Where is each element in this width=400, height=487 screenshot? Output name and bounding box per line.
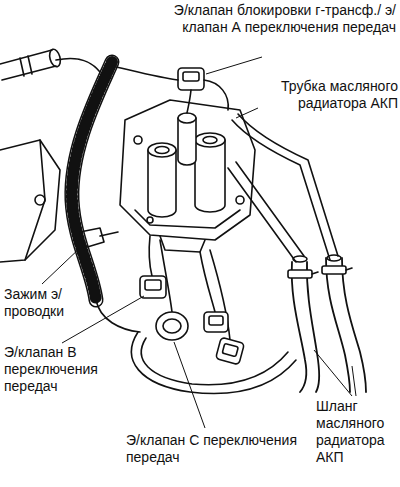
drawing-stroke bbox=[203, 137, 217, 144]
drawing-stroke bbox=[141, 338, 288, 385]
drawing-stroke bbox=[228, 162, 304, 262]
drawing-stroke bbox=[222, 343, 238, 356]
drawing-stroke bbox=[145, 280, 161, 290]
drawing-stroke bbox=[187, 90, 191, 113]
drawing-stroke bbox=[96, 300, 140, 332]
drawing-stroke bbox=[0, 140, 60, 262]
leader-line bbox=[352, 366, 356, 396]
drawing-stroke bbox=[140, 276, 166, 298]
drawing-stroke bbox=[327, 255, 341, 261]
cooler-hoses bbox=[288, 258, 366, 392]
harness-clamp bbox=[80, 228, 118, 248]
drawing-stroke bbox=[56, 58, 100, 72]
solenoid-small bbox=[178, 113, 196, 165]
leader-line bbox=[314, 350, 352, 396]
part-label: Э/клапан блокировки г-трансф./ э/клапан … bbox=[172, 2, 396, 36]
leader-line bbox=[174, 342, 205, 428]
drawing-stroke bbox=[25, 140, 45, 260]
drawing-stroke bbox=[72, 62, 112, 300]
drawing-stroke bbox=[183, 72, 199, 81]
drawing-stroke bbox=[112, 66, 178, 80]
connector-c bbox=[156, 312, 188, 340]
drawing-stroke bbox=[178, 113, 196, 123]
drawing-stroke bbox=[195, 133, 225, 147]
part-label: Шланг масляного радиатора АКП bbox=[316, 398, 398, 466]
drawing-stroke bbox=[20, 56, 32, 76]
drawing-stroke bbox=[288, 270, 312, 278]
drawing-stroke bbox=[72, 62, 112, 300]
drawing-stroke bbox=[48, 48, 62, 68]
drawing-stroke bbox=[312, 268, 352, 274]
drawing-stroke bbox=[80, 228, 104, 248]
drawing-stroke bbox=[120, 100, 255, 240]
drawing-stroke bbox=[156, 312, 188, 340]
drawing-stroke bbox=[72, 62, 112, 300]
drawing-stroke bbox=[131, 332, 296, 393]
part-label: Зажим э/проводки bbox=[4, 286, 86, 320]
drawing-stroke bbox=[163, 319, 181, 333]
part-label: Э/клапан С переключения передач bbox=[126, 432, 316, 466]
drawing-stroke bbox=[232, 114, 338, 260]
drawing-stroke bbox=[178, 68, 204, 90]
drawing-stroke bbox=[195, 140, 225, 212]
drawing-stroke bbox=[100, 232, 118, 236]
connector-e bbox=[216, 337, 245, 364]
drawing-stroke bbox=[209, 316, 223, 325]
drawing-stroke bbox=[326, 258, 350, 392]
drawing-stroke bbox=[149, 236, 152, 276]
solenoid-b bbox=[195, 133, 225, 212]
drawing-stroke bbox=[292, 262, 307, 392]
drawing-stroke bbox=[148, 143, 176, 157]
drawing-stroke bbox=[178, 118, 196, 165]
drawing-stroke bbox=[293, 256, 307, 262]
connector-b bbox=[140, 276, 166, 298]
drawing-stroke bbox=[148, 150, 176, 217]
drawing-stroke bbox=[236, 196, 244, 204]
drawing-stroke bbox=[155, 147, 169, 154]
bracket bbox=[0, 140, 60, 262]
part-label: Э/клапан В переключения передач bbox=[4, 344, 116, 395]
connector-d bbox=[204, 312, 228, 332]
drawing-stroke bbox=[35, 195, 45, 205]
drawing-stroke bbox=[204, 312, 228, 332]
cooler-tube bbox=[228, 114, 341, 262]
drawing-stroke bbox=[322, 266, 346, 274]
drawing-stroke bbox=[307, 262, 319, 392]
drawing-stroke bbox=[160, 236, 205, 252]
drawing-stroke bbox=[216, 337, 245, 364]
leader-line bbox=[42, 246, 82, 284]
leader-line bbox=[62, 296, 144, 343]
pipe bbox=[0, 48, 100, 80]
leader-line bbox=[236, 108, 258, 118]
solenoid-a bbox=[148, 143, 176, 217]
drawing-stroke bbox=[342, 258, 366, 392]
part-label: Трубка масляного радиатора АКП bbox=[256, 78, 398, 112]
tube-loop bbox=[131, 332, 296, 393]
drawing-stroke bbox=[0, 50, 56, 80]
drawing-stroke bbox=[147, 217, 153, 223]
drawing-stroke bbox=[134, 136, 142, 144]
leader-line bbox=[206, 57, 262, 74]
drawing-stroke bbox=[204, 80, 228, 110]
